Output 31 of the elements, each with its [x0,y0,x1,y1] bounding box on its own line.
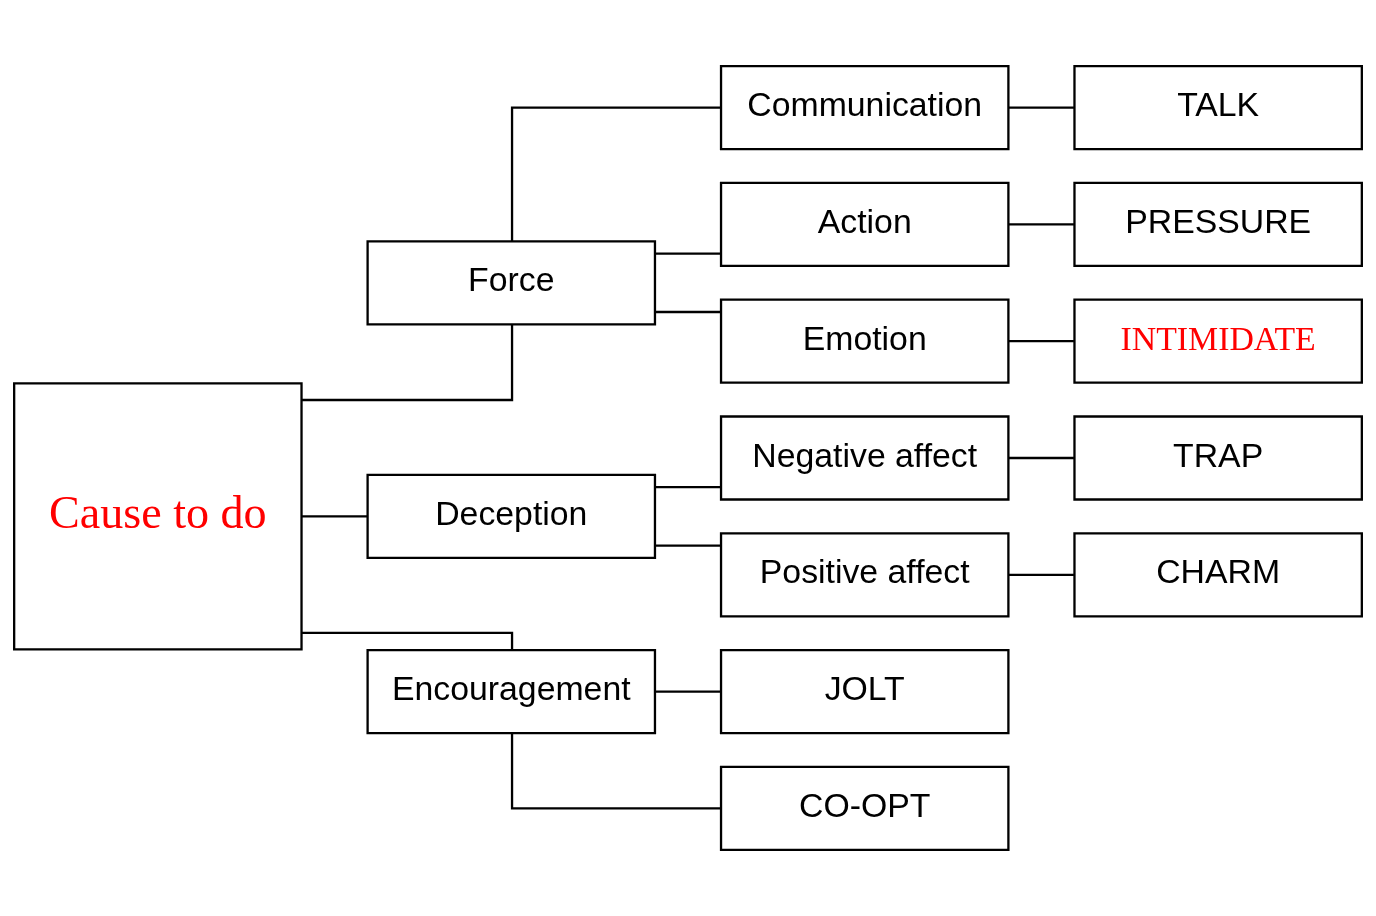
node-box: Emotion [719,298,1010,384]
connector [1008,106,1074,109]
node-box: TALK [1073,65,1363,151]
node-box: Deception [366,473,657,560]
connector [510,733,721,810]
connector [655,310,721,314]
connector [301,631,514,650]
connector [301,515,368,518]
node-box: Negative affect [719,415,1010,501]
node-box: TRAP [1073,415,1363,501]
node-box: CHARM [1073,532,1363,618]
node-box: PRESSURE [1073,181,1363,268]
connector [655,486,721,489]
node-box: INTIMIDATE [1073,298,1363,384]
connector [510,106,721,242]
node-box: CO-OPT [719,765,1010,851]
connector [655,690,721,693]
node-box: Encouragement [366,648,657,735]
connector [301,324,514,402]
node-box: Force [366,240,657,326]
node-box: Positive affect [719,532,1010,618]
connector [655,544,721,547]
node-box: Communication [719,65,1010,151]
node-box: Cause to do [13,382,303,651]
connector [1008,340,1074,343]
connector [1008,573,1074,576]
connector [1008,456,1074,460]
node-box: Action [719,181,1010,268]
connector [1008,223,1074,226]
connector [655,252,721,255]
node-box: JOLT [719,648,1010,735]
